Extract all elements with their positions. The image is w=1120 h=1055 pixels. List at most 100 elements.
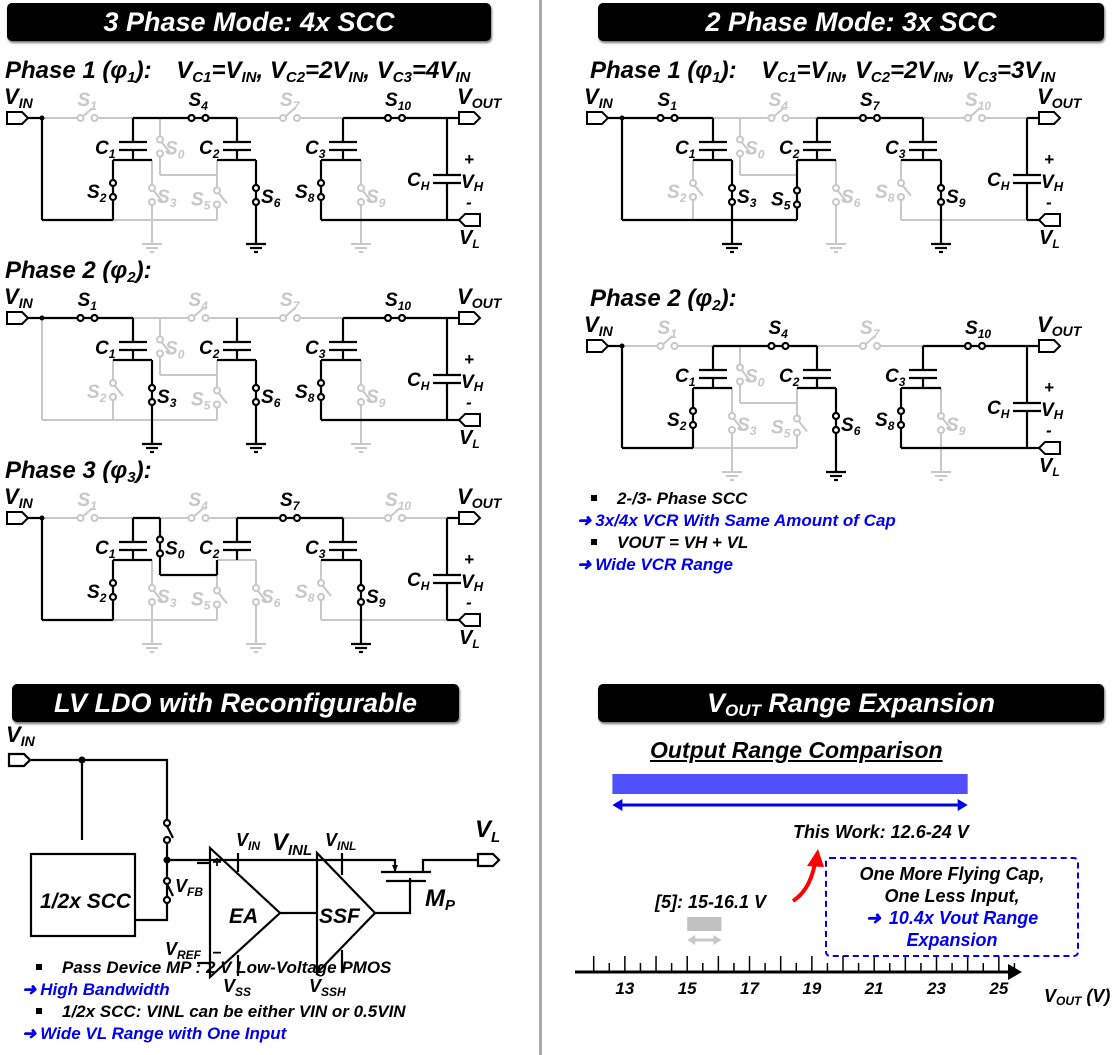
node-dot [78, 756, 86, 764]
switch-label-s2: S2 [87, 182, 107, 205]
switch-label-s3: S3 [737, 415, 757, 438]
vl-port-icon [457, 613, 481, 627]
header-three-phase: 3 Phase Mode: 4x SCC [7, 3, 491, 41]
vin-port-icon [6, 111, 30, 125]
vin-port-icon [586, 111, 610, 125]
cap-label-ch: CH [407, 170, 430, 193]
vl-port-icon [457, 413, 481, 427]
arrow-right-icon: ➜ [865, 908, 881, 928]
vh-label: VH [1041, 172, 1064, 194]
switch-label-s0: S0 [165, 539, 185, 562]
vl-label: VL [459, 427, 480, 451]
ea-plus-label: + [212, 854, 221, 871]
phase-sub: 1 [712, 69, 721, 86]
arrow-up-icon [807, 849, 824, 867]
ea-supply-label: VIN [236, 830, 260, 853]
ea-minus-label: − [212, 945, 221, 962]
switch-label-s3: S3 [737, 187, 757, 210]
vin-label: VIN [4, 484, 34, 511]
vout-label: VOUT [457, 284, 503, 311]
cap-label-c3: C3 [885, 138, 906, 161]
phase-suffix: ): [720, 57, 737, 84]
vout-port-icon [458, 311, 482, 325]
switch-label-s4: S4 [189, 90, 209, 113]
cap-label-c1: C1 [675, 138, 696, 161]
switch-label-s8: S8 [875, 410, 895, 433]
arrow-right-icon: ➜ [577, 555, 592, 574]
vin-port-icon [586, 339, 610, 353]
cap-label-c1: C1 [675, 366, 696, 389]
x-tick-label: 21 [864, 979, 884, 998]
switch-label-s0: S0 [745, 139, 765, 162]
phase-suffix: ): [135, 457, 152, 484]
cap-label-c1: C1 [95, 138, 116, 161]
column-divider [539, 0, 542, 1055]
x-tick-label: 23 [926, 979, 946, 998]
vh-plus: + [1044, 378, 1054, 397]
arrow-bullet-item: ➜Wide VCR Range [577, 554, 896, 576]
cap-label-c3: C3 [885, 366, 906, 389]
x-tick-label: 25 [988, 979, 1008, 998]
bullet-square-icon [591, 539, 597, 546]
vh-label: VH [461, 172, 484, 194]
vin-label: VIN [4, 284, 34, 311]
vin-label: VIN [4, 84, 34, 111]
switch-label-s10: S10 [965, 90, 991, 113]
ldo-schematic: VIN VINL VL 1/2x SCC EA SSF MP VIN VINL … [6, 722, 501, 999]
switch-label-s6: S6 [841, 187, 861, 210]
arrow-left-icon [687, 935, 696, 945]
annotation-highlight-2: Expansion [906, 930, 998, 950]
switch-label-s5: S5 [191, 590, 211, 613]
mp-label: MP [425, 885, 456, 914]
switch-label-s9: S9 [366, 587, 386, 610]
bullet-text: Pass Device MP : 2 V Low-Voltage PMOS [62, 958, 392, 977]
switch-label-s8: S8 [295, 382, 315, 405]
cap-label-c2: C2 [199, 538, 220, 561]
header-two-phase: 2 Phase Mode: 3x SCC [598, 3, 1104, 41]
header-vout-suffix: Range Expansion [760, 688, 995, 718]
vout-port-icon [458, 111, 482, 125]
annotation-line-1: One More Flying Cap, [859, 864, 1045, 884]
phase1-equation: VC1=VIN, VC2=2VIN, VC3=3VIN [761, 57, 1056, 86]
ssf-label: SSF [319, 905, 361, 928]
cap-label-c3: C3 [305, 538, 326, 561]
switch-label-s7: S7 [280, 490, 301, 513]
bullet-square-icon [591, 495, 597, 502]
switch-label-s7: S7 [860, 90, 881, 113]
switch-label-s0: S0 [745, 367, 765, 390]
vout-label: VOUT [1037, 84, 1083, 111]
three-phase-phase1-title: Phase 1 (φ1): VC1=VIN, VC2=2VIN, VC3=4VI… [5, 57, 470, 86]
x-tick-label: 19 [802, 979, 821, 998]
switch-label-s1: S1 [78, 490, 98, 513]
switch-label-s2: S2 [87, 582, 107, 605]
phase-sub: 1 [127, 69, 136, 86]
switch-label-s1: S1 [78, 90, 98, 113]
two-phase-phase2-title: Phase 2 (φ2): [590, 285, 737, 314]
label-this-work: This Work: 12.6-24 V [793, 822, 971, 842]
bullet-item: Pass Device MP : 2 V Low-Voltage PMOS [22, 957, 406, 979]
vl-label: VL [459, 227, 480, 251]
switch-label-s5: S5 [191, 190, 211, 213]
switch-label-s5: S5 [191, 390, 211, 413]
cap-label-c2: C2 [779, 138, 800, 161]
arrow-right-icon: ➜ [577, 511, 592, 530]
vh-minus: - [1046, 193, 1052, 212]
ldo-vinl-label: VINL [272, 829, 312, 859]
vh-plus: + [464, 350, 474, 369]
switch-label-s2: S2 [667, 410, 687, 433]
vh-plus: + [1044, 150, 1054, 169]
scc-box-label: 1/2x SCC [40, 890, 132, 913]
cap-label-c2: C2 [779, 366, 800, 389]
vout-label: VOUT [457, 84, 503, 111]
switch-label-s8: S8 [295, 582, 315, 605]
switch-label-s1: S1 [78, 290, 98, 313]
ldo-vl-label: VL [475, 816, 500, 846]
bullet-text: 2-/3- Phase SCC [617, 489, 748, 508]
switch-label-s6: S6 [261, 187, 281, 210]
switch-label-s8: S8 [295, 182, 315, 205]
phase1-equation: VC1=VIN, VC2=2VIN, VC3=4VIN [176, 57, 471, 86]
vl-port-icon [476, 852, 501, 868]
